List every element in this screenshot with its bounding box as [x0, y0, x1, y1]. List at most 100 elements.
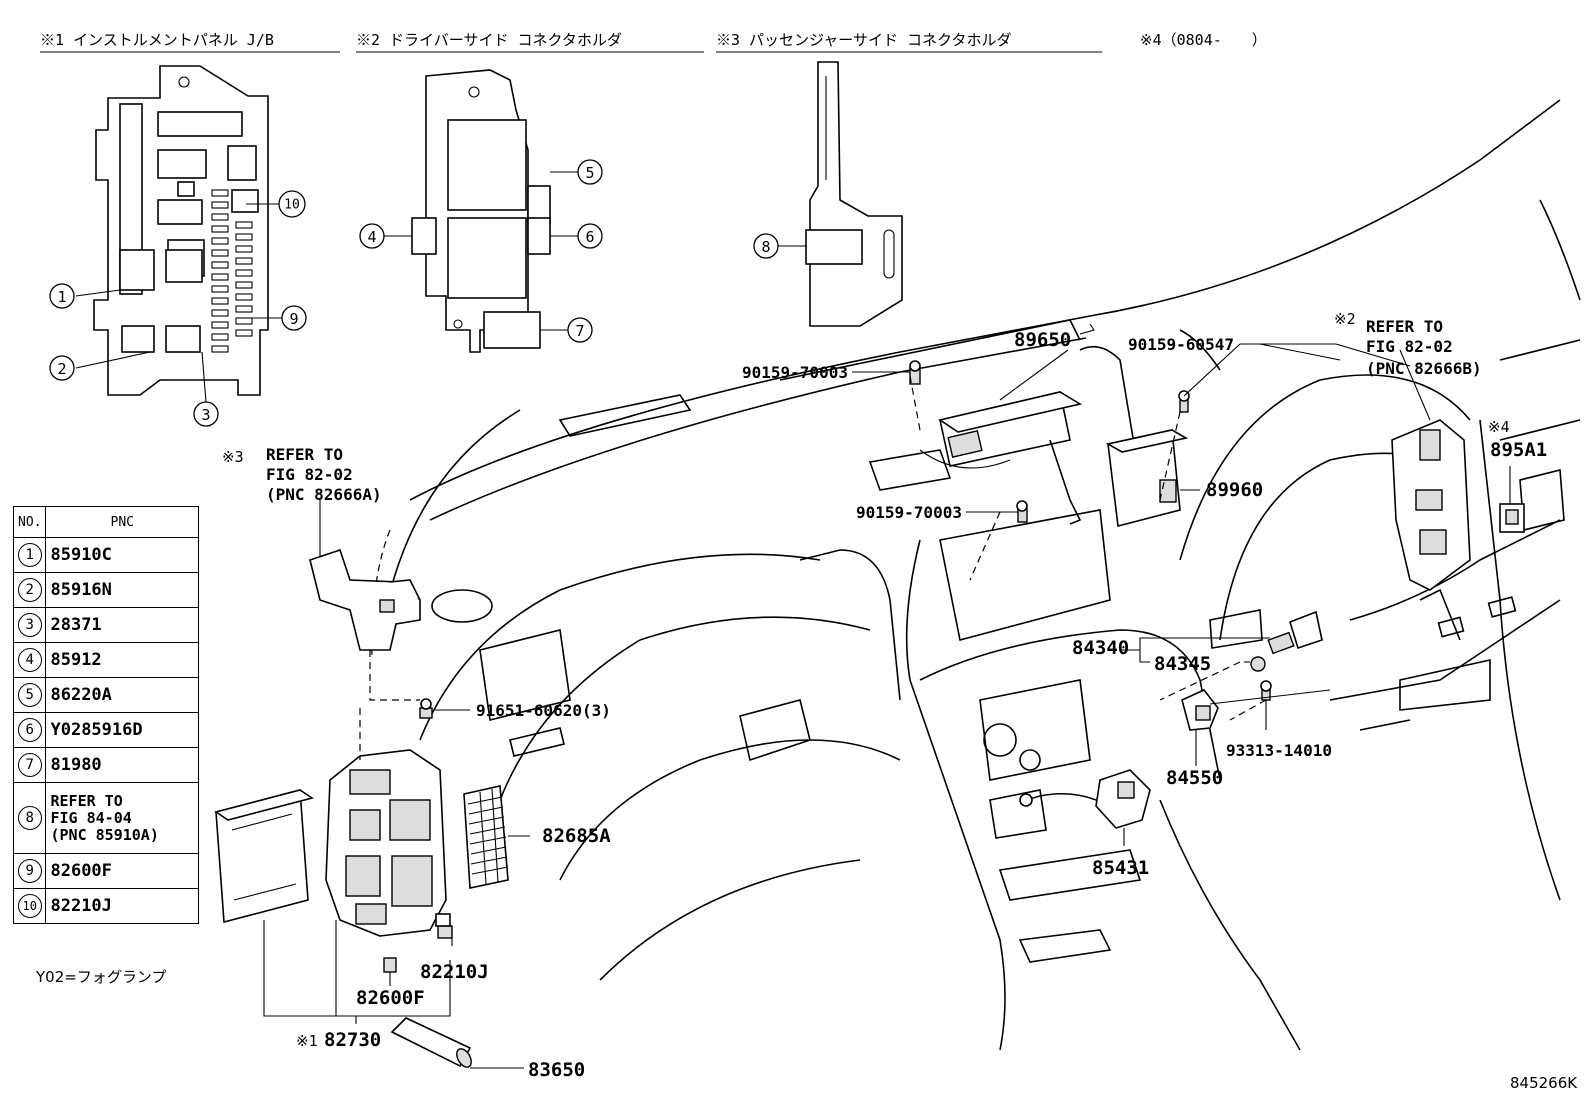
- callout-3: 3: [201, 406, 210, 424]
- label-895A1: 895A1: [1490, 439, 1547, 461]
- pnc-table: NO. PNC 1 85910C 2 85916N 3 28371 4 8591…: [12, 506, 199, 924]
- label-82600F: 82600F: [356, 987, 425, 1009]
- label-90159-60547: 90159-60547: [1128, 335, 1234, 354]
- label-89650: 89650: [1014, 329, 1071, 351]
- label-85431: 85431: [1092, 857, 1149, 879]
- table-row: 10 82210J: [12, 888, 199, 924]
- part-bolts: [419, 360, 1272, 719]
- part-85431-socket: [1019, 769, 1151, 829]
- label-ref-driver-2: FIG 82-02: [1366, 337, 1453, 356]
- table-row: 3 28371: [12, 607, 199, 643]
- label-ref-passenger-3: (PNC 82666A): [266, 485, 382, 504]
- row-no: 2: [17, 578, 42, 602]
- part-84340-switch: [1250, 610, 1323, 672]
- row-pnc: 82210J: [45, 888, 199, 924]
- header-passenger-connector-holder: ※3 パッセンジャーサイド コネクタホルダ: [716, 31, 1011, 49]
- part-jb-82730-assembly: [214, 749, 453, 973]
- label-ref-driver-mark: ※2: [1334, 310, 1356, 328]
- callout-10: 10: [284, 198, 300, 213]
- row-pnc: Y0285916D: [45, 712, 199, 748]
- callout-7: 7: [575, 322, 584, 340]
- callout-2: 2: [57, 360, 66, 378]
- callout-circles: 1 2 3 4 5 6 7 8 9 10: [49, 159, 779, 427]
- row-no: 8: [17, 806, 42, 830]
- diagram-code: 845266K: [1510, 1074, 1578, 1092]
- callout-4: 4: [367, 228, 376, 246]
- row-pnc: 85916N: [45, 572, 199, 608]
- table-row: 7 81980: [12, 747, 199, 783]
- row-pnc: 85910C: [45, 537, 199, 573]
- row-no: 3: [17, 613, 42, 637]
- header-instrument-panel-jb: ※1 インストルメントパネル J/B: [40, 31, 274, 49]
- label-90159-70003-a: 90159-70003: [742, 363, 848, 382]
- row-no: 6: [17, 718, 42, 742]
- callout-8: 8: [761, 238, 770, 256]
- passenger-holder-inset-drawing: [778, 61, 903, 327]
- callout-9: 9: [289, 310, 298, 328]
- label-82730: 82730: [324, 1029, 381, 1051]
- part-89960-module: [1105, 429, 1189, 528]
- row-no: 4: [17, 648, 42, 672]
- pnc-table-header: NO. PNC: [12, 506, 199, 538]
- label-84550: 84550: [1166, 767, 1223, 789]
- table-row: 2 85916N: [12, 572, 199, 608]
- label-jb-mark: ※1: [296, 1032, 318, 1050]
- header-note-4: ※4（0804- ）: [1140, 31, 1267, 49]
- jb-inset-drawing: [75, 65, 282, 403]
- table-row: 8 REFER TO FIG 84-04 (PNC 85910A): [12, 782, 199, 854]
- table-row: 5 86220A: [12, 677, 199, 713]
- header-captions: ※1 インストルメントパネル J/B ※2 ドライバーサイド コネクタホルダ ※…: [40, 31, 1267, 53]
- label-ref-passenger-mark: ※3: [222, 448, 244, 466]
- driver-holder-inset-drawing: [384, 69, 578, 353]
- row-no: 7: [17, 753, 42, 777]
- fog-lamp-note: Y02=フォグランプ: [36, 968, 167, 986]
- row-no: 1: [17, 543, 42, 567]
- part-driver-holder-main: [1391, 419, 1471, 591]
- label-ref-passenger-1: REFER TO: [266, 445, 343, 464]
- row-pnc: 82600F: [45, 853, 199, 889]
- header-driver-connector-holder: ※2 ドライバーサイド コネクタホルダ: [356, 31, 622, 49]
- label-91651-60620: 91651-60620(3): [476, 701, 611, 720]
- label-82210J: 82210J: [420, 961, 489, 983]
- label-ref-driver-1: REFER TO: [1366, 317, 1443, 336]
- leader-lines: [263, 323, 1511, 1069]
- label-89960: 89960: [1206, 479, 1263, 501]
- row-no: 9: [17, 859, 42, 883]
- label-93313-14010: 93313-14010: [1226, 741, 1332, 760]
- part-passenger-holder-main: [309, 548, 421, 651]
- table-row: 6 Y0285916D: [12, 712, 199, 748]
- label-ref-driver-3: (PNC 82666B): [1366, 359, 1482, 378]
- row-no: 10: [17, 894, 42, 918]
- table-row: 4 85912: [12, 642, 199, 678]
- label-90159-70003-b: 90159-70003: [856, 503, 962, 522]
- table-row: 1 85910C: [12, 537, 199, 573]
- row-no: 5: [17, 683, 42, 707]
- label-83650: 83650: [528, 1059, 585, 1081]
- dashboard-outline: [371, 99, 1581, 1051]
- part-82685A-panel: [463, 785, 509, 889]
- row-pnc: 28371: [45, 607, 199, 643]
- part-89650-ecu: [938, 391, 1083, 525]
- callout-5: 5: [585, 164, 594, 182]
- callout-6: 6: [585, 228, 594, 246]
- row-pnc: 85912: [45, 642, 199, 678]
- callout-1: 1: [57, 288, 66, 306]
- label-ref-passenger-2: FIG 82-02: [266, 465, 353, 484]
- label-84340: 84340: [1072, 637, 1129, 659]
- row-pnc: 86220A: [45, 677, 199, 713]
- part-83650-cylinder: [390, 1017, 472, 1068]
- label-82685A: 82685A: [542, 825, 611, 847]
- part-labels: 89650 90159-60547 90159-70003 90159-7000…: [222, 310, 1547, 1081]
- part-895A1: [1499, 503, 1525, 533]
- row-pnc: 81980: [45, 747, 199, 783]
- label-mark-4: ※4: [1488, 418, 1510, 436]
- col-no-header: NO.: [12, 506, 47, 538]
- col-pnc-header: PNC: [45, 506, 199, 538]
- jb-fuse-slots: [211, 189, 253, 353]
- part-84550-switch: [1181, 689, 1219, 731]
- table-row: 9 82600F: [12, 853, 199, 889]
- row-pnc: REFER TO FIG 84-04 (PNC 85910A): [45, 782, 199, 854]
- label-84345: 84345: [1154, 653, 1211, 675]
